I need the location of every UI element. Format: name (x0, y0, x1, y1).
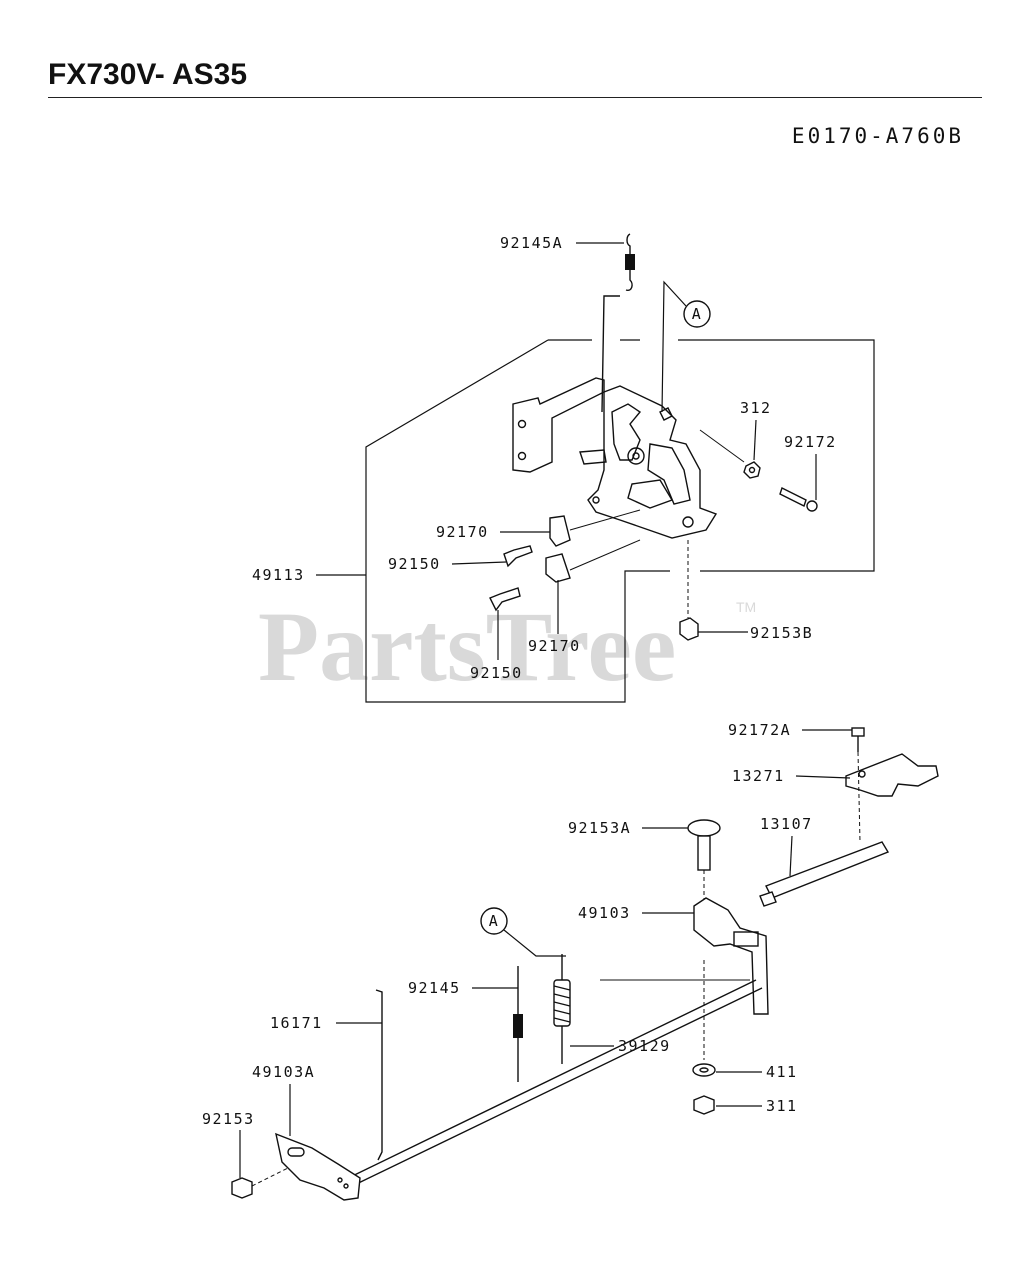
lever-49103 (693, 897, 769, 1060)
part-label-92150-upper: 92150 (388, 555, 507, 573)
part-label-312: 312 (740, 399, 772, 461)
part-number: 49103 (578, 904, 631, 922)
part-number: 92150 (470, 664, 523, 682)
part-label-92153a: 92153A (568, 819, 688, 837)
part-label-16171: 16171 (270, 1014, 382, 1032)
part-label-92153: 92153 (202, 1110, 255, 1178)
callout-a-upper-label: A (692, 305, 703, 323)
nut-311 (693, 1095, 715, 1115)
watermark-text: PartsTree (258, 591, 676, 702)
part-number: 49113 (252, 566, 305, 584)
part-label-13107: 13107 (760, 815, 813, 877)
spring-92145a (601, 233, 635, 413)
part-label-39129: 39129 (570, 1037, 671, 1055)
clip-92170-lower (545, 553, 571, 583)
assembly-outline-49113 (365, 339, 875, 703)
diagram-code: E0170-A760B (791, 124, 964, 148)
part-label-49103: 49103 (578, 904, 694, 922)
part-label-49113: 49113 (252, 566, 366, 584)
part-number: 13107 (760, 815, 813, 833)
bolt-92150-upper (503, 545, 533, 568)
shaft-13107 (759, 841, 890, 907)
part-label-311: 311 (716, 1097, 798, 1115)
spring-39129 (553, 954, 571, 1064)
part-number: 92153A (568, 819, 631, 837)
part-number: 39129 (618, 1037, 671, 1055)
part-number: 49103A (252, 1063, 315, 1081)
part-number: 312 (740, 399, 772, 417)
part-label-13271: 13271 (732, 767, 851, 785)
control-bracket (512, 377, 718, 539)
part-label-92145: 92145 (408, 979, 518, 997)
part-label-92170-lower: 92170 (528, 580, 581, 655)
bolt-92150-lower (489, 587, 521, 612)
bolt-92153 (231, 1167, 289, 1199)
part-label-92172: 92172 (784, 433, 837, 500)
part-label-92170-upper: 92170 (436, 523, 550, 541)
spring-92145 (513, 966, 523, 1082)
part-number: 92153B (750, 624, 813, 642)
washer-411 (692, 1063, 716, 1077)
part-number: 92145 (408, 979, 461, 997)
bolt-92172 (779, 487, 818, 512)
watermark: PartsTree TM (258, 591, 756, 702)
callout-a-lower: A (480, 907, 566, 957)
part-number: 92153 (202, 1110, 255, 1128)
watermark-trademark: TM (736, 599, 756, 615)
part-label-411: 411 (716, 1063, 798, 1081)
part-label-49103a: 49103A (252, 1063, 315, 1136)
callout-a-lower-label: A (489, 912, 500, 930)
nut-312 (743, 461, 761, 479)
part-number: 92170 (528, 637, 581, 655)
part-label-92145a: 92145A (500, 234, 624, 252)
part-label-92150-lower: 92150 (470, 610, 523, 682)
part-number: 16171 (270, 1014, 323, 1032)
bolt-92153b (679, 540, 699, 641)
part-number: 13271 (732, 767, 785, 785)
bolt-92153a (687, 819, 721, 900)
model-title: FX730V- AS35 (48, 58, 247, 91)
part-number: 92172A (728, 721, 791, 739)
screw-92172a (851, 727, 865, 843)
part-number: 92172 (784, 433, 837, 451)
clip-92170-upper (549, 515, 571, 547)
part-label-92153b: 92153B (698, 624, 813, 642)
callout-a-upper: A (661, 280, 711, 413)
plate-13271 (845, 753, 939, 797)
assembly-dashes-upper (569, 429, 745, 571)
part-label-92172a: 92172A (728, 721, 852, 739)
part-number: 411 (766, 1063, 798, 1081)
rod-16171 (339, 979, 763, 1191)
lever-49103a (275, 1132, 361, 1201)
part-number: 92150 (388, 555, 441, 573)
title-divider (48, 97, 982, 98)
part-number: 92170 (436, 523, 489, 541)
part-number: 92145A (500, 234, 563, 252)
part-number: 311 (766, 1097, 798, 1115)
